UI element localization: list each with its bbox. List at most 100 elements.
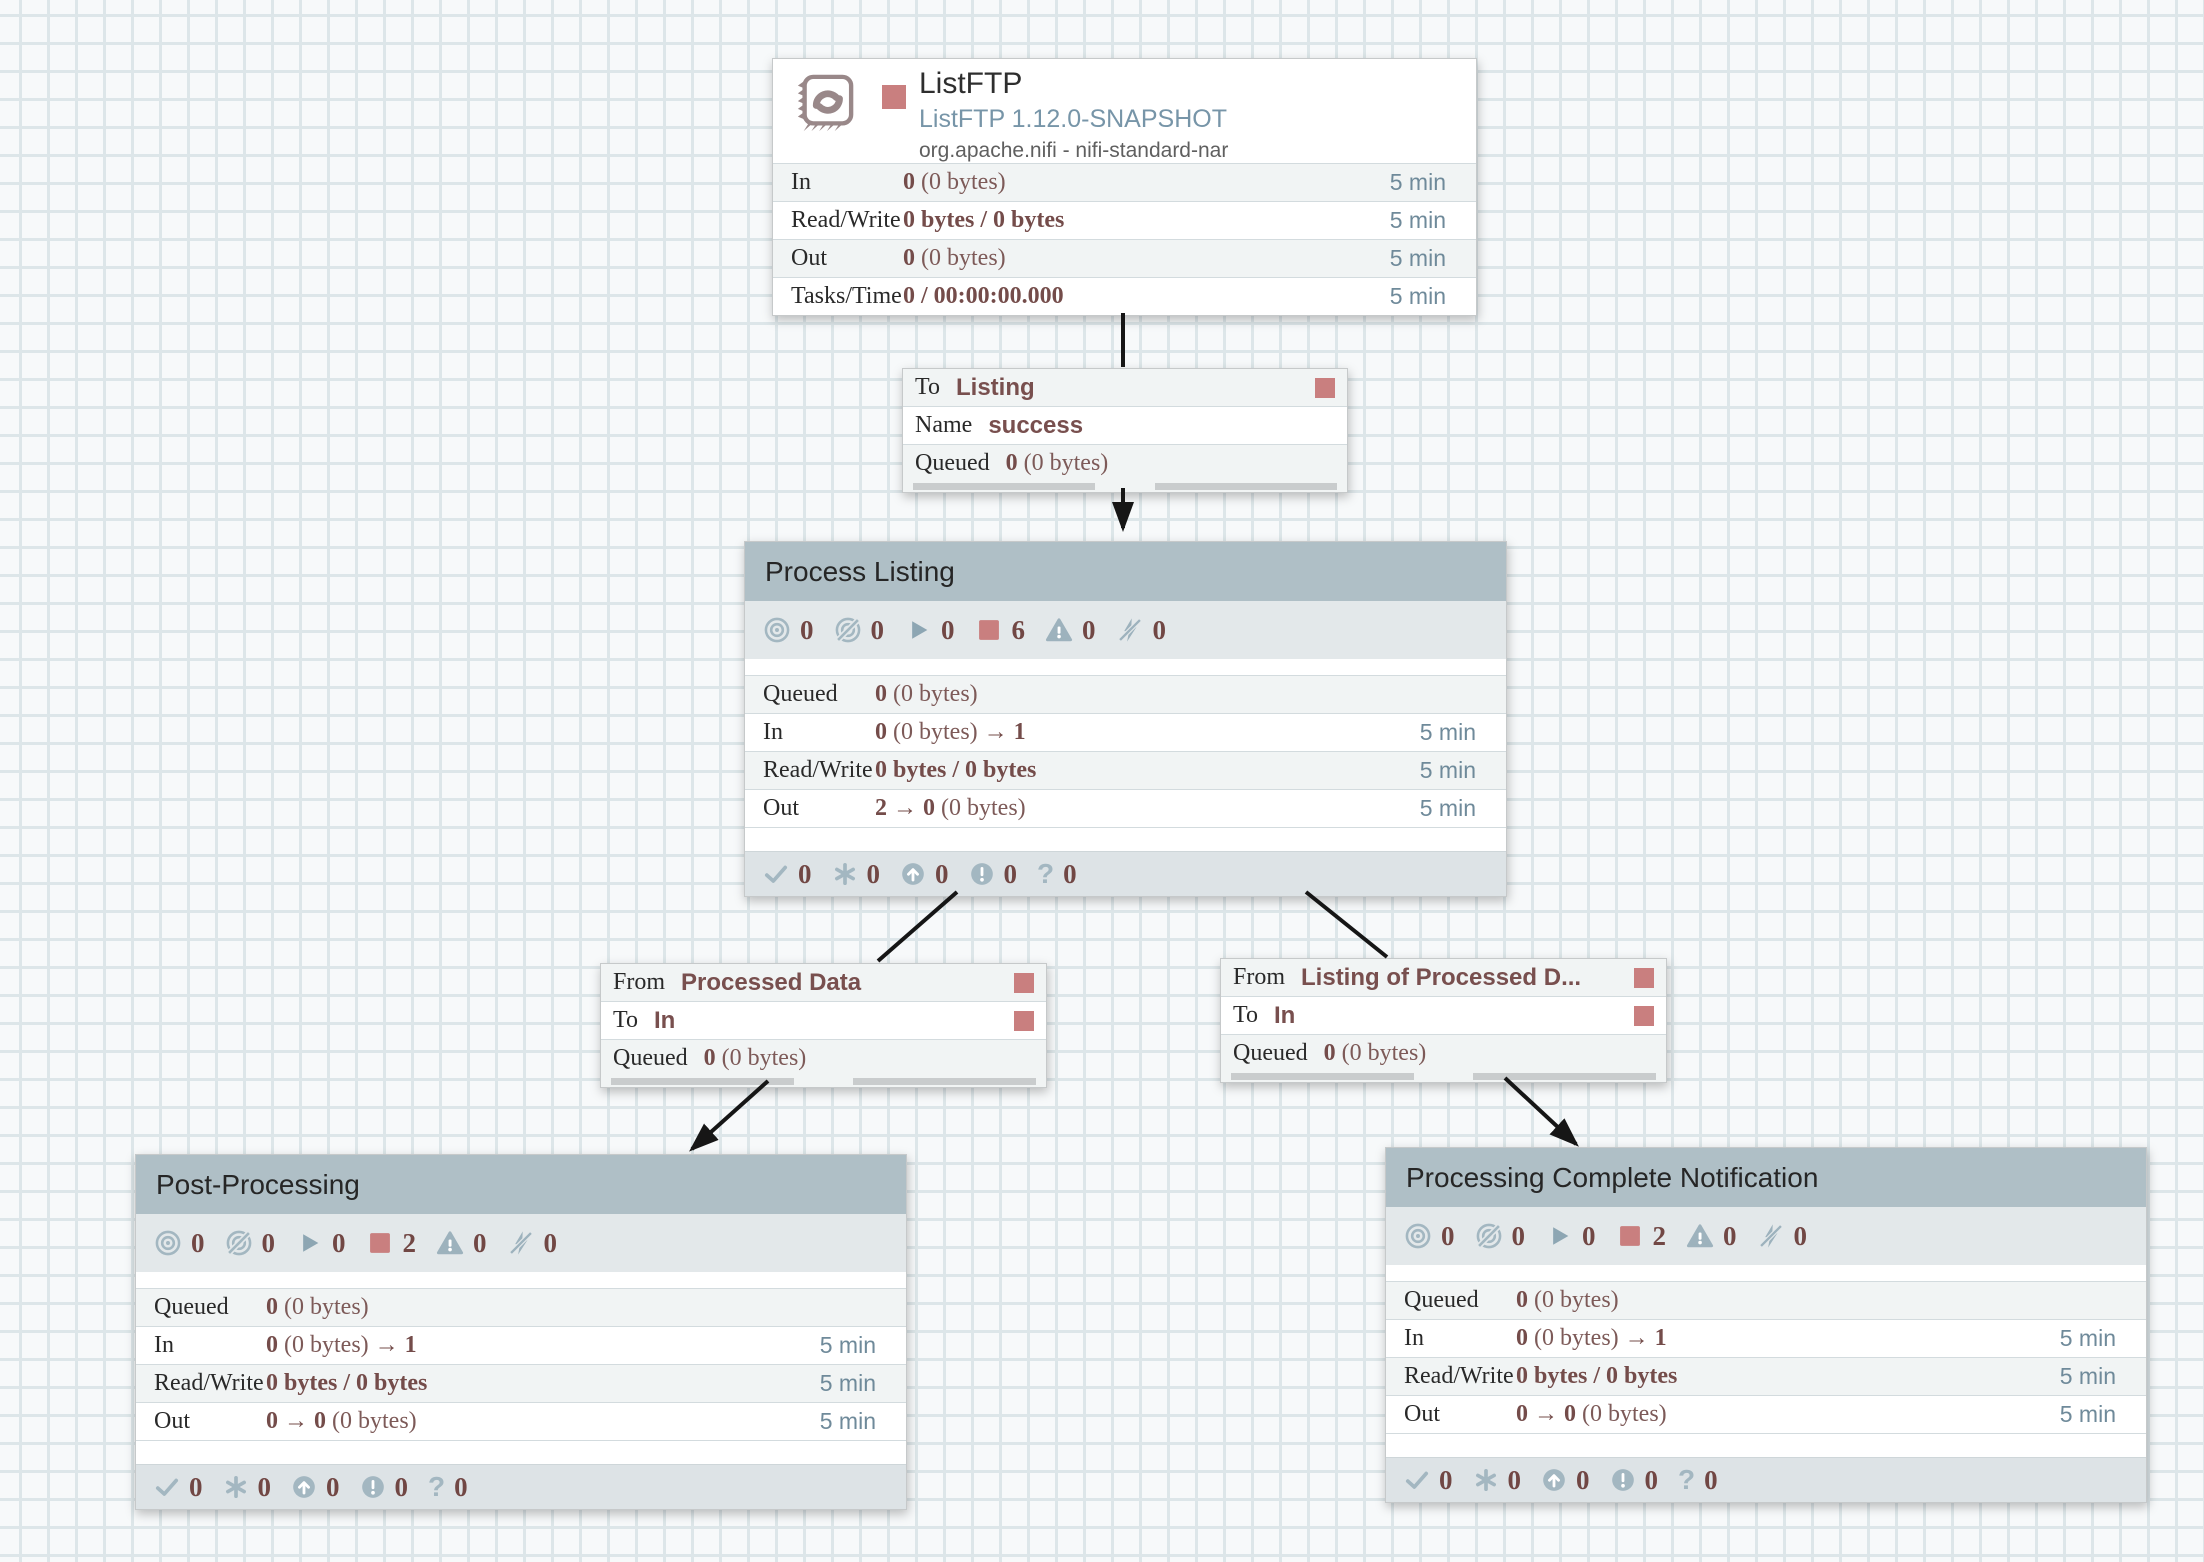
process-group-version-bar: 0 0 0 0 ?0	[1386, 1457, 2146, 1502]
connection-from-label: From	[613, 969, 666, 995]
not-transmitting-icon	[835, 617, 860, 643]
process-group-title: Process Listing	[765, 555, 955, 587]
source-stopped-icon	[1634, 967, 1654, 988]
process-group-title: Post-Processing	[156, 1168, 360, 1200]
stat-row-readwrite: Read/Write 0 bytes / 0 bytes 5 min	[136, 1364, 906, 1402]
processor-type-version: ListFTP 1.12.0-SNAPSHOT	[919, 105, 1227, 133]
locally-modified-and-stale-icon	[970, 863, 993, 885]
process-group-status-bar: 0 0 0 2 0 0	[1386, 1207, 2146, 1265]
disabled-icon	[1758, 1224, 1783, 1248]
transmitting-icon	[1405, 1223, 1431, 1249]
queued-label: Queued	[613, 1045, 688, 1071]
stat-row-queued: Queued 0 (0 bytes)	[745, 675, 1506, 713]
relationship-name: success	[988, 411, 1084, 439]
disabled-icon	[508, 1231, 533, 1255]
invalid-icon	[1045, 618, 1073, 642]
stat-row-out: Out 0 → 0 (0 bytes) 5 min	[136, 1402, 906, 1441]
invalid-icon	[436, 1231, 464, 1255]
processor-icon	[797, 74, 854, 132]
process-group-version-bar: 0 0 0 0 ?0	[136, 1464, 906, 1509]
connection-destination-name: Listing	[955, 373, 1035, 401]
locally-modified-icon	[225, 1475, 246, 1499]
queued-label: Queued	[1233, 1040, 1308, 1066]
queued-label: Queued	[915, 450, 990, 476]
queue-count-bar	[611, 1078, 794, 1085]
stat-row-in: In 0 (0 bytes) → 1 5 min	[745, 713, 1506, 751]
locally-modified-icon	[834, 862, 855, 886]
stat-row-in: In 0 (0 bytes) → 1 5 min	[136, 1326, 906, 1364]
connection-label-listing[interactable]: To Listing Name success Queued 0 (0 byte…	[902, 368, 1348, 493]
process-group-processing-complete-notification[interactable]: Processing Complete Notification 0 0 0 2…	[1385, 1147, 2147, 1503]
connection-label-listing-of-processed-data[interactable]: From Listing of Processed D... To In Que…	[1220, 958, 1667, 1083]
connection-destination-name: In	[1273, 1001, 1296, 1029]
locally-modified-icon	[1475, 1468, 1496, 1492]
stat-row-readwrite: Read/Write 0 bytes / 0 bytes 5 min	[773, 201, 1476, 239]
up-to-date-icon	[1405, 1471, 1429, 1489]
queue-progress-bars	[601, 1077, 1046, 1087]
sync-failure-icon: ?	[1037, 858, 1055, 889]
process-group-process-listing[interactable]: Process Listing 0 0 0 6 0 0 Queued 0 (0 …	[744, 541, 1507, 897]
process-group-title: Processing Complete Notification	[1406, 1161, 1819, 1193]
connection-from-label: From	[1233, 964, 1286, 990]
processor-header: ListFTP ListFTP 1.12.0-SNAPSHOT org.apac…	[773, 59, 1476, 163]
process-group-header: Process Listing	[745, 542, 1506, 601]
locally-modified-and-stale-icon	[361, 1476, 384, 1498]
invalid-icon	[1686, 1224, 1714, 1248]
stat-row-in: In 0 (0 bytes) → 1 5 min	[1386, 1319, 2146, 1357]
queue-size-bar	[1154, 483, 1337, 490]
edge-listing-label-to-processing-complete[interactable]	[1503, 1076, 1579, 1147]
connection-destination-name: In	[653, 1006, 676, 1034]
stat-row-queued: Queued 0 (0 bytes)	[136, 1288, 906, 1326]
stat-row-out: Out 0 → 0 (0 bytes) 5 min	[1386, 1395, 2146, 1434]
locally-modified-and-stale-icon	[1611, 1469, 1634, 1491]
edge-process-listing-to-listing-label[interactable]	[1304, 890, 1389, 959]
transmitting-icon	[764, 617, 790, 643]
destination-stopped-icon	[1014, 1010, 1034, 1031]
stopped-icon	[1619, 1226, 1640, 1246]
processor-bundle: org.apache.nifi - nifi-standard-nar	[919, 139, 1229, 162]
stale-icon	[902, 863, 924, 885]
process-group-header: Post-Processing	[136, 1155, 906, 1214]
stat-row-out: Out 0 (0 bytes) 5 min	[773, 239, 1476, 277]
queue-count-bar	[1231, 1073, 1414, 1080]
sync-failure-icon: ?	[428, 1471, 446, 1502]
destination-stopped-icon	[1315, 377, 1335, 398]
sync-failure-icon: ?	[1678, 1464, 1696, 1495]
connection-name-label: Name	[915, 412, 973, 438]
stat-row-out: Out 2 → 0 (0 bytes) 5 min	[745, 789, 1506, 828]
processor-listftp[interactable]: ListFTP ListFTP 1.12.0-SNAPSHOT org.apac…	[772, 58, 1477, 316]
process-group-post-processing[interactable]: Post-Processing 0 0 0 2 0 0 Queued 0 (0 …	[135, 1154, 907, 1510]
processor-name: ListFTP	[919, 67, 1023, 100]
up-to-date-icon	[155, 1478, 179, 1496]
stopped-icon	[978, 620, 999, 640]
stat-row-tasks-time: Tasks/Time 0 / 00:00:00.000 5 min	[773, 277, 1476, 315]
not-transmitting-icon	[1476, 1223, 1501, 1249]
run-status-stopped-icon	[882, 85, 906, 109]
queue-count-bar	[913, 483, 1096, 490]
process-group-status-bar: 0 0 0 6 0 0	[745, 601, 1506, 659]
edge-process-listing-to-processed-data-label[interactable]	[876, 890, 959, 963]
running-icon	[303, 1234, 319, 1252]
connection-to-label: To	[915, 374, 940, 400]
stat-row-queued: Queued 0 (0 bytes)	[1386, 1281, 2146, 1319]
stat-row-readwrite: Read/Write 0 bytes / 0 bytes 5 min	[1386, 1357, 2146, 1395]
process-group-header: Processing Complete Notification	[1386, 1148, 2146, 1207]
queue-size-bar	[1473, 1073, 1656, 1080]
connection-source-name: Listing of Processed D...	[1301, 963, 1582, 991]
stat-row-readwrite: Read/Write 0 bytes / 0 bytes 5 min	[745, 751, 1506, 789]
queue-size-bar	[853, 1078, 1036, 1085]
connection-source-name: Processed Data	[681, 968, 862, 996]
stat-row-in: In 0 (0 bytes) 5 min	[773, 163, 1476, 201]
edge-processed-data-label-to-post-processing[interactable]	[689, 1079, 770, 1152]
queue-progress-bars	[903, 482, 1347, 492]
connection-label-processed-data[interactable]: From Processed Data To In Queued 0 (0 by…	[600, 963, 1047, 1088]
stopped-icon	[369, 1233, 390, 1253]
not-transmitting-icon	[226, 1230, 251, 1256]
process-group-status-bar: 0 0 0 2 0 0	[136, 1214, 906, 1272]
stale-icon	[293, 1476, 315, 1498]
destination-stopped-icon	[1634, 1005, 1654, 1026]
disabled-icon	[1117, 618, 1142, 642]
stale-icon	[1543, 1469, 1565, 1491]
connection-to-label: To	[613, 1007, 638, 1033]
